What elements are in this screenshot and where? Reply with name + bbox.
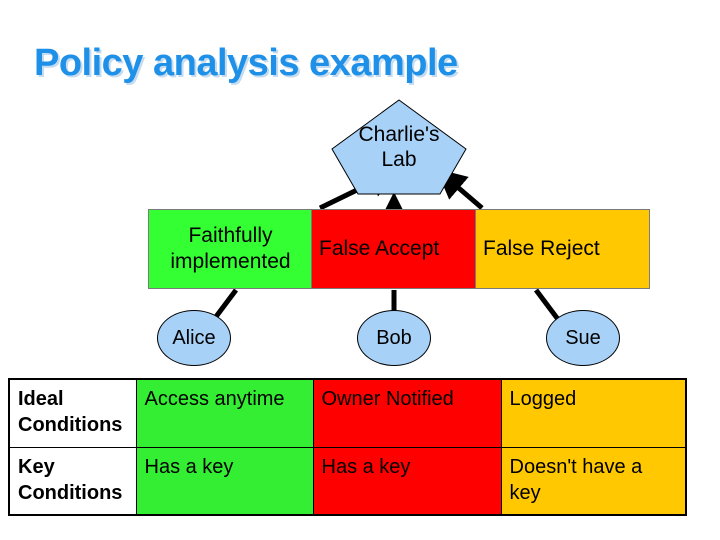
outcome-box-false-reject[interactable]: False Reject <box>475 209 650 289</box>
outcome-box-faithfully-implemented[interactable]: Faithfully implemented <box>148 209 313 289</box>
table-row: Key Conditions Has a key Has a key Doesn… <box>8 446 687 516</box>
row-header-line2: Conditions <box>18 414 123 436</box>
charlies-lab-node[interactable]: Charlie's Lab <box>332 100 466 196</box>
person-node-alice[interactable]: Alice <box>157 310 231 366</box>
charlies-lab-label: Charlie's Lab <box>332 122 466 172</box>
row-header-line1: Ideal <box>18 388 64 410</box>
outcome-box-false-accept[interactable]: False Accept <box>311 209 476 289</box>
person-node-sue[interactable]: Sue <box>546 310 620 366</box>
cell-ideal-sue: Logged <box>500 378 687 448</box>
charlies-lab-label-line1: Charlie's <box>358 123 440 146</box>
row-header-line2: Conditions <box>18 481 123 504</box>
table-row: Ideal Conditions Access anytime Owner No… <box>8 378 687 448</box>
cell-ideal-alice: Access anytime <box>135 378 314 448</box>
row-header-line1: Key <box>18 455 55 478</box>
charlies-lab-label-line2: Lab <box>381 148 417 171</box>
cell-key-alice: Has a key <box>135 446 314 516</box>
page-title: Policy analysis example <box>34 42 458 84</box>
cell-ideal-bob: Owner Notified <box>312 378 502 448</box>
row-header-key-conditions: Key Conditions <box>8 446 137 516</box>
policy-matrix-table: Ideal Conditions Access anytime Owner No… <box>8 378 687 516</box>
cell-key-sue: Doesn't have a key <box>500 446 687 516</box>
person-node-bob[interactable]: Bob <box>357 310 431 366</box>
cell-key-bob: Has a key <box>312 446 502 516</box>
row-header-ideal-conditions: Ideal Conditions <box>8 378 137 448</box>
